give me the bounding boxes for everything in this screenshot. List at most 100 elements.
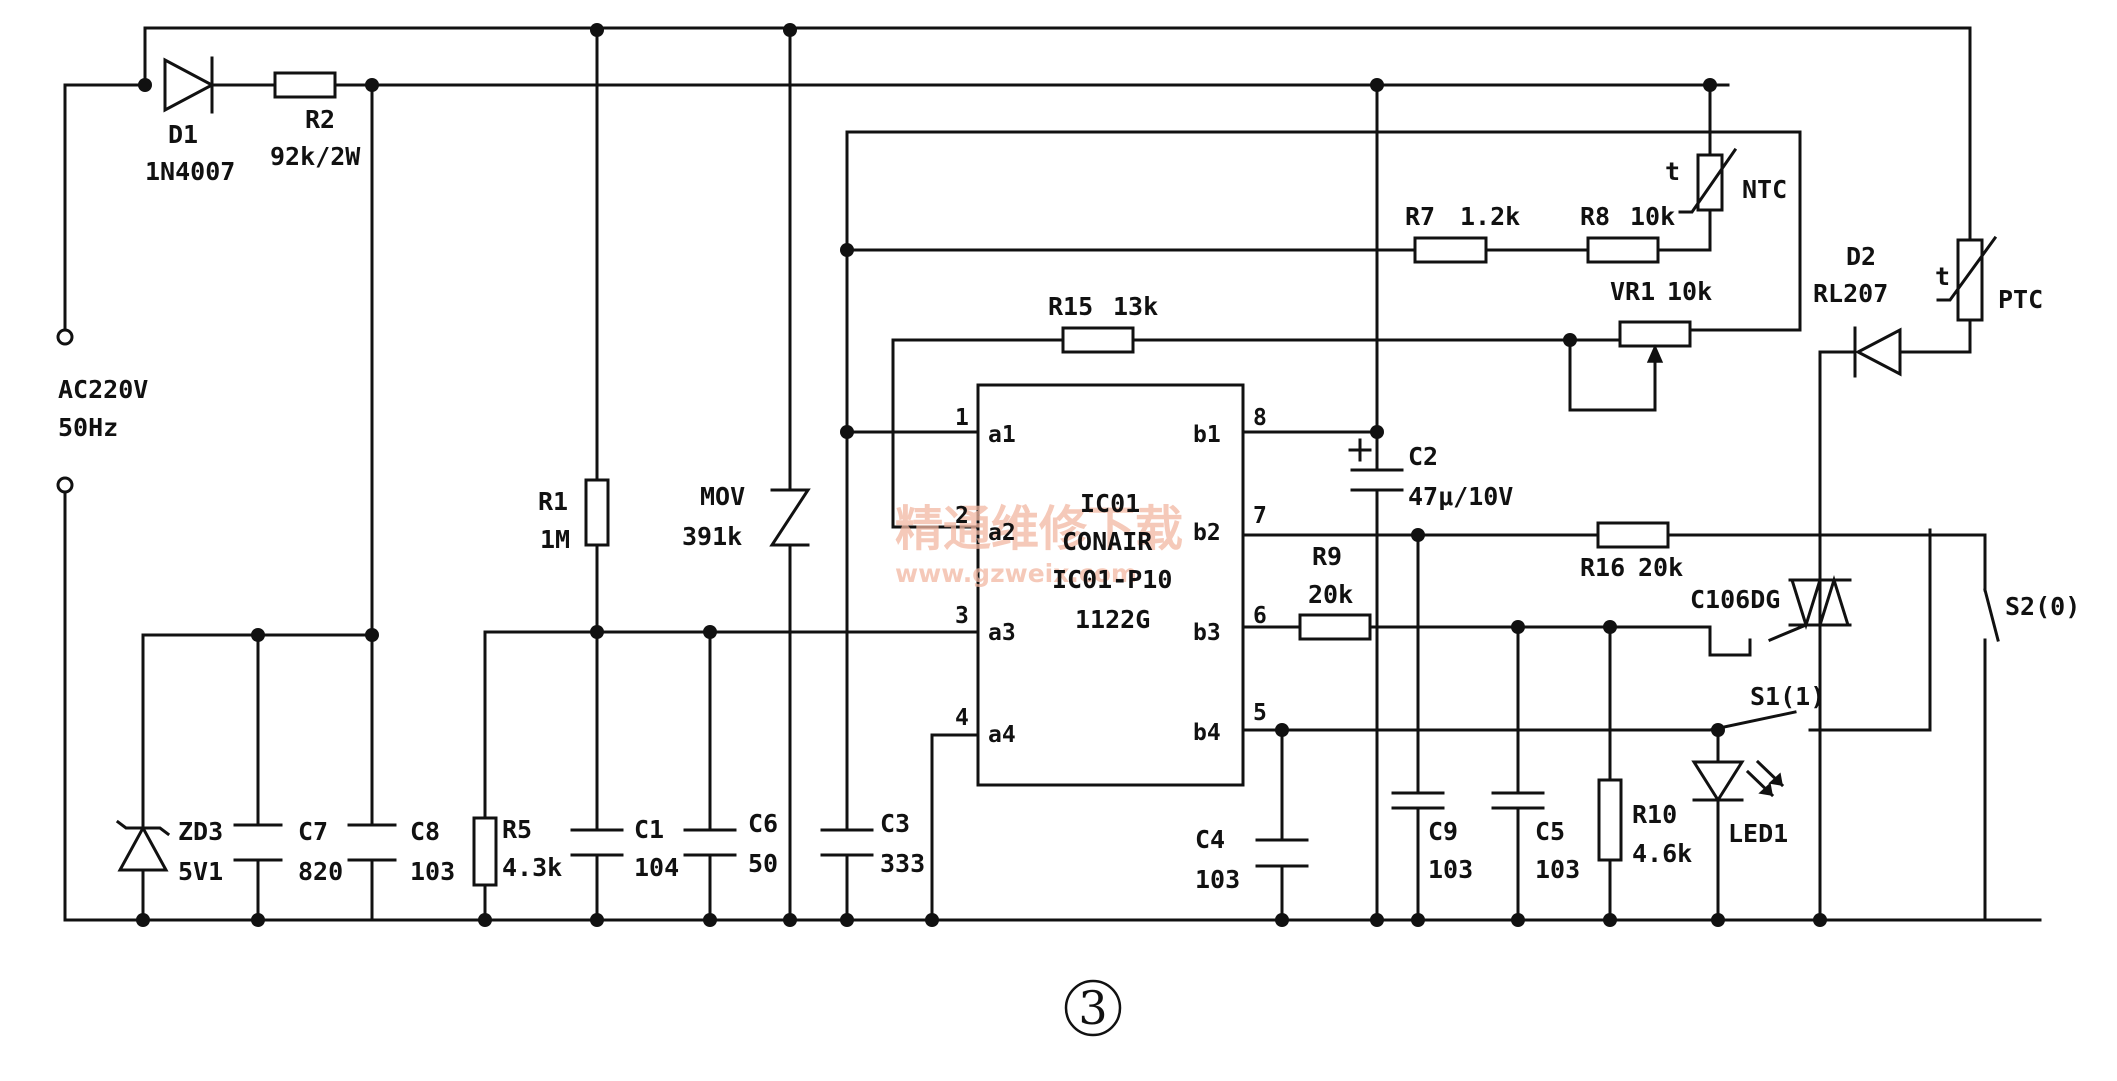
label-c6-val: 50: [748, 849, 778, 878]
label-ac: AC220V: [58, 375, 148, 404]
label-c6-ref: C6: [748, 809, 778, 838]
label-r1-ref: R1: [538, 487, 568, 516]
label-zd3-val: 5V1: [178, 857, 223, 886]
capacitor-c4-symbol: [1255, 838, 1309, 868]
label-ic-name: IC01: [1080, 489, 1140, 518]
label-c4-val: 103: [1195, 865, 1240, 894]
label-r16-val: 20k: [1638, 553, 1683, 582]
label-ntc-ref: NTC: [1742, 175, 1787, 204]
label-r15-ref: R15: [1048, 292, 1093, 321]
label-c8-val: 103: [410, 857, 455, 886]
labels: AC220V 50Hz D1 1N4007 R2 92k/2W ZD3 5V1 …: [58, 105, 2080, 894]
zener-zd3-symbol: [115, 819, 171, 872]
label-c8-ref: C8: [410, 817, 440, 846]
label-s2-ref: S2(0): [2005, 592, 2080, 621]
label-c4-ref: C4: [1195, 825, 1225, 854]
label-r8-val: 10k: [1630, 202, 1675, 231]
label-c9-val: 103: [1428, 855, 1473, 884]
label-ic-code: 1122G: [1075, 605, 1150, 634]
label-c5-ref: C5: [1535, 817, 1565, 846]
label-d2-val: RL207: [1813, 279, 1888, 308]
pin-b1-name: b1: [1193, 422, 1221, 448]
capacitor-c5-symbol: [1491, 791, 1545, 810]
label-freq: 50Hz: [58, 413, 118, 442]
pin-a1-name: a1: [988, 422, 1016, 448]
label-c1-ref: C1: [634, 815, 664, 844]
pin-b3-name: b3: [1193, 620, 1221, 646]
label-r5-val: 4.3k: [502, 853, 562, 882]
pin-5-num: 5: [1253, 700, 1267, 726]
figure-number: 3: [1078, 981, 1107, 1035]
pin-a4-name: a4: [988, 722, 1016, 748]
capacitor-c2-symbol: [1348, 438, 1404, 492]
label-c2-val: 47μ/10V: [1408, 482, 1513, 511]
label-r5-ref: R5: [502, 815, 532, 844]
capacitor-c7-symbol: [233, 823, 283, 862]
resistor-r8-symbol: [1586, 236, 1660, 264]
label-ntc-t: t: [1665, 157, 1680, 186]
resistor-r16-symbol: [1596, 521, 1670, 549]
resistor-r2-symbol: [273, 71, 337, 99]
triac-c106dg-symbol: [1768, 574, 1852, 642]
label-triac-ref: C106DG: [1690, 585, 1780, 614]
label-r9-ref: R9: [1312, 542, 1342, 571]
label-d2-ref: D2: [1846, 242, 1876, 271]
label-c3-ref: C3: [880, 809, 910, 838]
label-d1-ref: D1: [168, 120, 198, 149]
potentiometer-vr1-symbol: [1618, 320, 1692, 363]
ac-terminal-top: [56, 328, 74, 346]
label-ptc-ref: PTC: [1998, 285, 2043, 314]
label-r2-ref: R2: [305, 105, 335, 134]
label-r10-val: 4.6k: [1632, 839, 1692, 868]
junction-dots: [136, 23, 1827, 927]
label-r16-ref: R16: [1580, 553, 1625, 582]
label-r8-ref: R8: [1580, 202, 1610, 231]
resistor-r7-symbol: [1413, 236, 1488, 264]
label-ic-maker: CONAIR: [1062, 527, 1153, 556]
label-mov-val: 391k: [682, 522, 742, 551]
resistor-r9-symbol: [1298, 613, 1372, 641]
ac-terminal-bottom: [56, 476, 74, 494]
pin-2-num: 2: [955, 503, 969, 529]
thermistor-ntc-symbol: [1678, 147, 1738, 214]
pin-4-num: 4: [955, 705, 969, 731]
label-c7-ref: C7: [298, 817, 328, 846]
resistor-r1-symbol: [584, 478, 610, 547]
capacitor-c3-symbol: [820, 828, 874, 857]
label-zd3-ref: ZD3: [178, 817, 223, 846]
resistor-r10-symbol: [1597, 778, 1623, 862]
label-c2-ref: C2: [1408, 442, 1438, 471]
pin-1-num: 1: [955, 405, 969, 431]
label-c5-val: 103: [1535, 855, 1580, 884]
resistor-r15-symbol: [1061, 326, 1135, 354]
label-s1-ref: S1(1): [1750, 682, 1825, 711]
label-c1-val: 104: [634, 853, 679, 882]
label-r2-val: 92k/2W: [270, 142, 361, 171]
diode-d1-symbol: [163, 56, 216, 114]
label-mov-ref: MOV: [700, 482, 745, 511]
ic01-body: [976, 383, 1245, 787]
label-c7-val: 820: [298, 857, 343, 886]
thermistor-ptc-symbol: [1936, 235, 1998, 322]
label-d1-val: 1N4007: [145, 157, 235, 186]
wires: [63, 26, 2042, 922]
pin-6-num: 6: [1253, 603, 1267, 629]
label-ptc-t: t: [1935, 262, 1950, 291]
label-r7-ref: R7: [1405, 202, 1435, 231]
label-vr1-val: 10k: [1667, 277, 1712, 306]
capacitor-c8-symbol: [347, 823, 397, 862]
pin-b4-name: b4: [1193, 720, 1221, 746]
pin-a3-name: a3: [988, 620, 1016, 646]
label-c9-ref: C9: [1428, 817, 1458, 846]
capacitor-c6-symbol: [683, 828, 737, 857]
capacitor-c9-symbol: [1391, 791, 1445, 810]
pin-b2-name: b2: [1193, 520, 1221, 546]
label-c3-val: 333: [880, 849, 925, 878]
label-r10-ref: R10: [1632, 800, 1677, 829]
resistor-r5-symbol: [472, 816, 498, 887]
label-ic-part: IC01-P10: [1052, 565, 1172, 594]
label-r9-val: 20k: [1308, 580, 1353, 609]
watermark-url: www.gzweix.com: [895, 559, 1137, 588]
figure-number-circle: [1064, 979, 1122, 1037]
pin-3-num: 3: [955, 603, 969, 629]
